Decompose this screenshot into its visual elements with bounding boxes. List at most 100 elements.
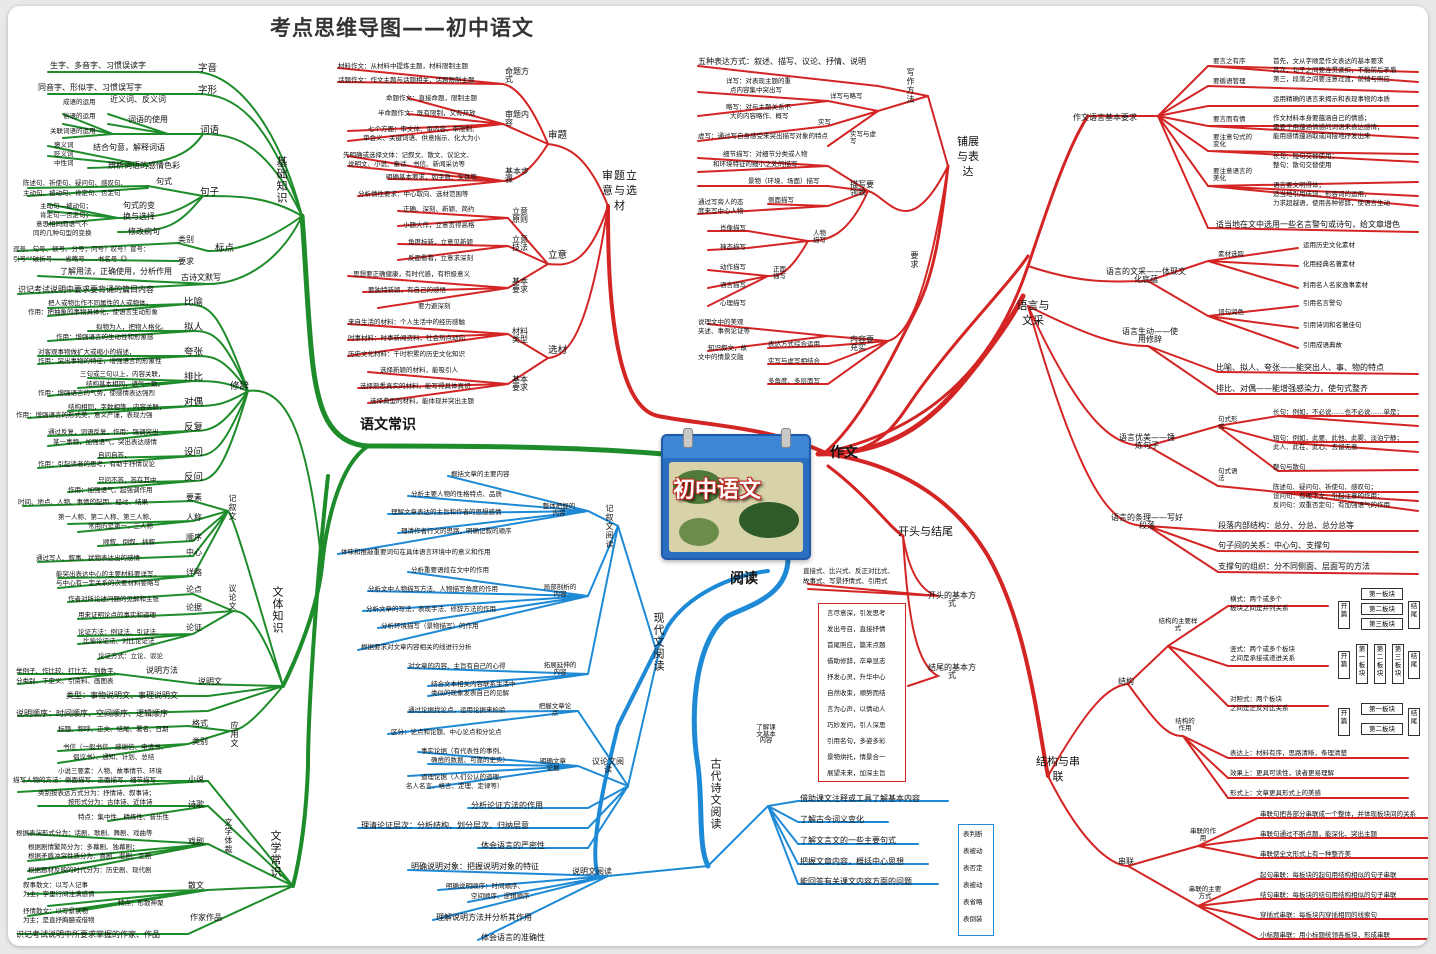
node-jiewei-fangshi[interactable]: 结尾的基本方式: [928, 663, 976, 680]
node-yaoqiu[interactable]: 要求: [910, 251, 919, 269]
node-fanfu[interactable]: 反复: [184, 422, 204, 433]
node-zhongxin[interactable]: 中心: [186, 548, 202, 557]
node-shige[interactable]: 诗歌: [188, 800, 204, 809]
node-xiezuo-fangfa[interactable]: 写作方法: [906, 68, 915, 104]
topic-zuowen[interactable]: 作文: [830, 445, 858, 461]
node-yuyan-tiaoli[interactable]: 语言的条理——写好段落: [1111, 513, 1183, 530]
node-jiegou[interactable]: 结构: [1118, 677, 1134, 686]
node[interactable]: 结构的作用: [1175, 717, 1195, 732]
node[interactable]: 结构的主要样式: [1158, 617, 1198, 632]
node-shuomingwen-yuedu[interactable]: 说明文阅读: [572, 867, 612, 876]
node-chuanlian[interactable]: 串联: [1118, 857, 1134, 866]
node[interactable]: 拓展延伸的内容: [543, 661, 577, 676]
branch-xiandaiwen[interactable]: 现代文阅读: [652, 612, 665, 672]
node-kaitou-fangshi[interactable]: 开头的基本方式: [928, 591, 976, 608]
branch-wenxue-changshi[interactable]: 文学常识: [269, 830, 282, 878]
node-jixuwen[interactable]: 记叙文: [228, 494, 237, 521]
node-xiuci[interactable]: 修辞: [230, 381, 250, 392]
node[interactable]: 句式形式: [1218, 415, 1238, 430]
node[interactable]: 素材选取: [1218, 250, 1244, 258]
topic-yuedu[interactable]: 阅读: [730, 571, 758, 587]
node-shenti-neirong[interactable]: 审题内容: [505, 110, 529, 127]
node-ziyin[interactable]: 字音: [198, 63, 218, 74]
node-geshi[interactable]: 格式: [192, 719, 208, 728]
node-ciyu[interactable]: 词语: [200, 125, 220, 136]
node-leibie[interactable]: 类别: [192, 737, 208, 746]
node[interactable]: 串联的主要方式: [1188, 885, 1222, 900]
node-fanwen[interactable]: 反问: [184, 472, 204, 483]
node-yingyongwen[interactable]: 应用文: [230, 721, 239, 748]
node-duiou[interactable]: 对偶: [184, 397, 204, 408]
leaf: 理解文章表达的主旨和作者的思想感情: [391, 508, 502, 516]
node-renchen[interactable]: 人称: [186, 513, 202, 522]
node[interactable]: 明确文章论据: [540, 757, 566, 772]
node-jiben-yaoqiu[interactable]: 基本要求: [512, 277, 528, 294]
node[interactable]: 句式语法: [1218, 467, 1238, 482]
node[interactable]: 把握文章论点: [538, 702, 572, 717]
node-wenxue-ticai[interactable]: 文学体裁: [224, 818, 233, 854]
node-lunzheng[interactable]: 论证: [186, 623, 202, 632]
branch-wenti-zhishi[interactable]: 文体知识: [271, 586, 284, 634]
node-liyi-jifa[interactable]: 立意技法: [512, 235, 528, 252]
node-juzi[interactable]: 句子: [200, 187, 220, 198]
node-liyi[interactable]: 立意: [548, 250, 568, 261]
branch-gudai-shiwen[interactable]: 古代诗文阅读: [709, 758, 722, 830]
node-liaojie-neirong[interactable]: 了解课文基本内容: [756, 723, 776, 744]
branch-jichu-zhishi[interactable]: 基础知识: [275, 156, 288, 204]
node[interactable]: 要注意语言的美化: [1213, 167, 1252, 182]
node-neirong-chongshi[interactable]: 内容要充实: [850, 335, 874, 352]
node-mingti-fangshi[interactable]: 命题方式: [505, 67, 529, 84]
node[interactable]: 要循语管理: [1213, 77, 1246, 85]
node-yuyan-wencai[interactable]: 语言的文采——体现文化底蕴: [1106, 267, 1186, 284]
node-sanwen[interactable]: 散文: [188, 881, 204, 890]
node-lundian[interactable]: 论点: [186, 585, 202, 594]
node[interactable]: 整体把握的内容: [542, 502, 576, 517]
node[interactable]: 要注意句式的变化: [1213, 133, 1252, 148]
branch-kaitou-jiewei[interactable]: 开头与结尾: [898, 525, 953, 538]
node-shuomingwen[interactable]: 说明文: [198, 677, 222, 686]
node-lunju[interactable]: 论据: [186, 603, 202, 612]
center-logo[interactable]: 初中语文: [661, 428, 811, 560]
node-zixing[interactable]: 字形: [198, 85, 218, 96]
node-yuyan-shengdong[interactable]: 语言生动——使用修辞: [1122, 327, 1178, 344]
branch-yuyan-wencai[interactable]: 语言与文采: [1016, 299, 1050, 327]
node-paibi[interactable]: 排比: [184, 372, 204, 383]
leaf: 理解说明方法并分析其作用: [436, 913, 532, 922]
node[interactable]: 词句润色: [1218, 308, 1244, 316]
node-xiaoshuo[interactable]: 小说: [188, 775, 204, 784]
node-yilunwen-yuedu[interactable]: 议论文阅读: [592, 757, 624, 774]
topic-yuwen-changshi[interactable]: 语文常识: [360, 417, 416, 433]
node-shunxu[interactable]: 顺序: [186, 533, 202, 542]
node-biyu[interactable]: 比喻: [184, 297, 204, 308]
node[interactable]: 要言而有情: [1213, 115, 1246, 123]
leaf: 小题大作，立意贵得高格: [403, 221, 475, 229]
node-biaodian[interactable]: 标点: [215, 243, 235, 254]
node-xiju[interactable]: 戏剧: [188, 837, 204, 846]
node-xuancai[interactable]: 选材: [548, 345, 568, 356]
node-gushiwen[interactable]: 古诗文默写: [181, 273, 221, 282]
node[interactable]: 要言之有序: [1213, 57, 1246, 65]
node-yilunwen[interactable]: 议论文: [228, 584, 237, 611]
node-cailiao-leixing[interactable]: 材料类型: [512, 327, 528, 344]
branch-jiegou-chuanlian[interactable]: 结构与串联: [1036, 755, 1080, 783]
node-niren[interactable]: 拟人: [184, 322, 204, 333]
node-jiben-buzhou[interactable]: 基本步骤: [505, 167, 529, 184]
node-miaoxie-yaoling[interactable]: 描写要领致: [850, 180, 874, 197]
node-xuancai-yaoqiu[interactable]: 基本要求: [512, 375, 528, 392]
branch-shenti-liyi-xuancai[interactable]: 审题立意与选材: [602, 169, 638, 212]
branch-puzhan-biaoda[interactable]: 铺展与表达: [957, 135, 979, 178]
node-shewen[interactable]: 设问: [184, 447, 204, 458]
leaf: 关联词语的运用: [50, 127, 96, 135]
node-xianglue[interactable]: 详略: [186, 568, 202, 577]
node-shenti[interactable]: 审题: [548, 130, 568, 141]
node-yuyan-youmei[interactable]: 语言优美——锤炼句子: [1119, 433, 1175, 450]
node-jixuwen-yuedu[interactable]: 记叙文阅读: [605, 504, 614, 549]
node-yuyan-jiben-yaoqiu[interactable]: 作文语言基本要求: [1073, 113, 1137, 122]
node-kuazhang[interactable]: 夸张: [184, 347, 204, 358]
node-liyi-yuanze[interactable]: 立意原则: [512, 207, 528, 224]
node[interactable]: 串联的作用: [1190, 827, 1216, 842]
node[interactable]: 局部剖析的内容: [543, 583, 577, 598]
node-zuojia-zuopin[interactable]: 作家作品: [190, 913, 222, 922]
node-shuomingfangfa[interactable]: 说明方法: [146, 666, 178, 675]
node-yaosu[interactable]: 要素: [186, 493, 202, 502]
